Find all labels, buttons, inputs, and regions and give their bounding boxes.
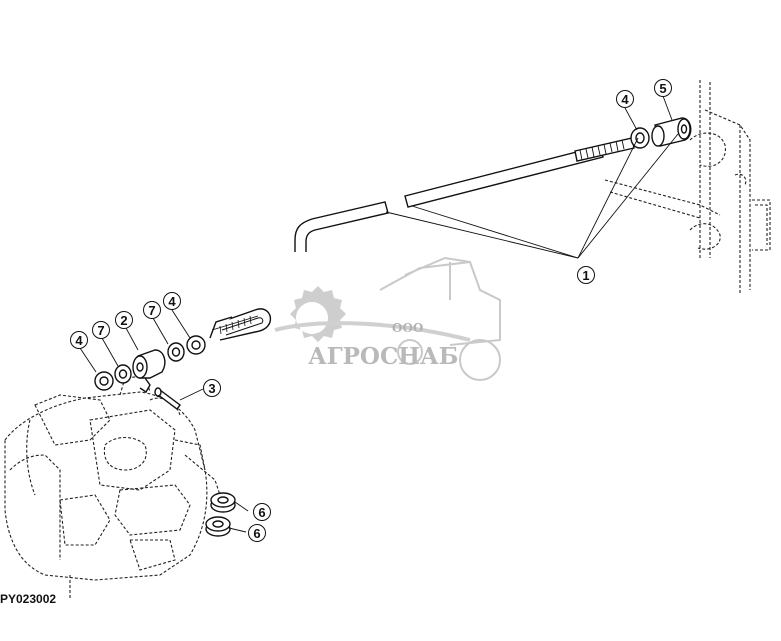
- bolt-pin: [154, 387, 181, 410]
- watermark-swoosh: [274, 321, 471, 342]
- clevis-loop: [209, 308, 272, 341]
- leader-lines: [79, 95, 679, 533]
- washer-left-outer: [167, 342, 185, 362]
- nut-left-outer: [186, 335, 206, 355]
- linkage-rod: [294, 137, 635, 252]
- ball-joint: [651, 117, 692, 147]
- svg-text:1: 1: [582, 268, 589, 283]
- svg-text:3: 3: [208, 381, 215, 396]
- engine-block-outline: [4, 375, 221, 600]
- callout-7-left: 7: [92, 321, 110, 339]
- grommet-upper: [210, 492, 236, 513]
- frame-bracket-outline: [604, 80, 771, 295]
- callout-2: 2: [115, 311, 133, 329]
- callout-1: 1: [577, 266, 595, 284]
- watermark-prefix: ООО: [392, 321, 423, 335]
- svg-text:6: 6: [253, 526, 260, 541]
- watermark: ООО АГРОСНАБ: [274, 256, 501, 381]
- svg-text:4: 4: [168, 294, 176, 309]
- threaded-end: [574, 137, 635, 162]
- callout-5: 5: [654, 79, 672, 97]
- svg-text:5: 5: [659, 81, 666, 96]
- nut-right: [630, 127, 650, 149]
- watermark-gear-icon: [290, 286, 346, 342]
- callout-4-right: 4: [616, 90, 634, 108]
- washer-left-inner: [114, 364, 132, 384]
- callout-6-upper: 6: [253, 503, 271, 521]
- svg-text:4: 4: [75, 333, 83, 348]
- nut-left-inner: [94, 371, 114, 391]
- watermark-company: АГРОСНАБ: [308, 343, 458, 370]
- watermark-harvester-icon: [379, 256, 501, 381]
- svg-text:7: 7: [97, 323, 104, 338]
- svg-text:2: 2: [120, 313, 127, 328]
- callout-3: 3: [203, 379, 221, 397]
- callout-4-middle: 4: [163, 292, 181, 310]
- figure-code: PY023002: [0, 592, 57, 606]
- callout-7-middle: 7: [143, 301, 161, 319]
- svg-text:7: 7: [148, 303, 155, 318]
- callout-6-lower: 6: [248, 524, 266, 542]
- grommet-lower: [205, 516, 231, 537]
- svg-text:6: 6: [258, 505, 265, 520]
- callout-4-left: 4: [70, 331, 88, 349]
- svg-text:4: 4: [621, 92, 629, 107]
- lever-arm: [132, 349, 166, 393]
